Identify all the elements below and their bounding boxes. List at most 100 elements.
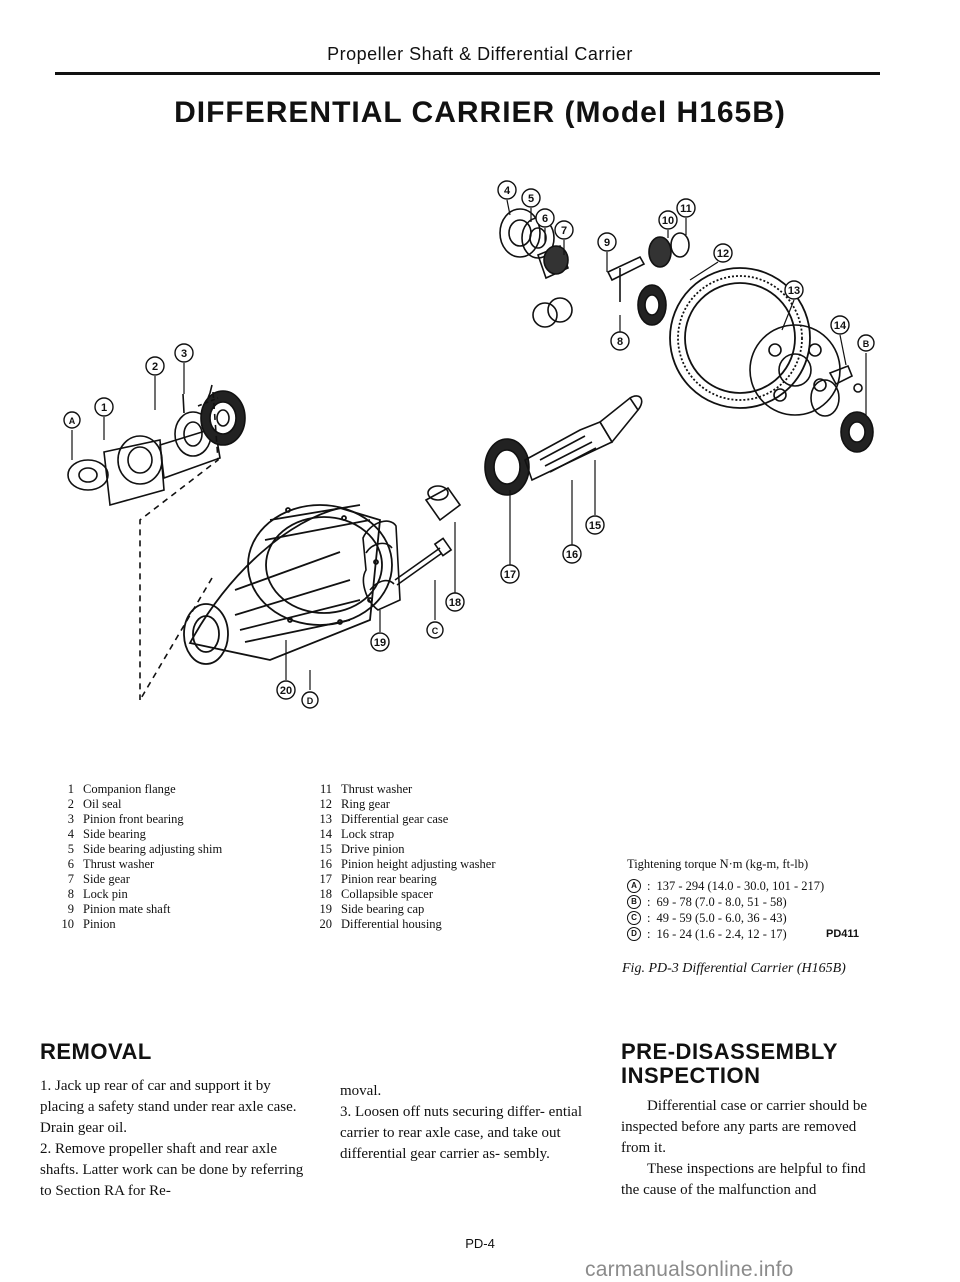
torque-callout-a: A [63,411,81,429]
svg-text:17: 17 [504,569,516,581]
svg-text:B: B [863,339,870,349]
pre-disassembly-text: Differential case or carrier should be i… [621,1096,883,1201]
svg-text:C: C [432,626,439,636]
torque-row: C:49 - 59 (5.0 - 6.0, 36 - 43) [627,910,824,926]
callout-18: 18 [445,592,465,612]
callout-14: 14 [830,315,850,335]
svg-text:19: 19 [374,637,386,649]
companion-flange-drawing [67,426,221,507]
callout-16: 16 [562,544,582,564]
callout-4: 4 [497,180,517,200]
callout-5: 5 [521,188,541,208]
running-header: Propeller Shaft & Differential Carrier [327,44,633,64]
side-bearing-drawing [499,208,555,259]
removal-step-3: 3. Loosen off nuts securing differ- enti… [340,1104,582,1162]
callout-9: 9 [597,232,617,252]
watermark: carmanualsonline.info [585,1258,794,1281]
svg-text:5: 5 [528,193,534,205]
callout-13: 13 [784,280,804,300]
callout-20: 20 [276,680,296,700]
drive-pinion-drawing [484,395,643,496]
svg-text:16: 16 [566,549,578,561]
torque-callout-d: D [301,691,319,709]
svg-text:2: 2 [152,361,158,373]
torque-heading: Tightening torque N·m (kg-m, ft-lb) [627,857,809,871]
pre-disassembly-paragraph-2: These inspections are helpful to find th… [621,1161,866,1198]
callout-12: 12 [713,243,733,263]
callout-6: 6 [535,208,555,228]
exploded-view-diagram: 1 2 3 4 5 6 7 8 9 10 11 12 13 14 15 16 1… [63,180,875,709]
pinion-mate-drawing [532,297,573,328]
svg-text:13: 13 [788,285,800,297]
side-bearing-cap-drawing [362,520,401,611]
side-bearing-right-drawing [810,379,874,453]
svg-text:3: 3 [181,348,187,360]
svg-text:9: 9 [604,237,610,249]
svg-text:D: D [307,696,314,706]
figure-caption: Fig. PD-3 Differential Carrier (H165B) [622,961,846,976]
pre-disassembly-paragraph-1: Differential case or carrier should be i… [621,1098,868,1156]
page-number: PD-4 [465,1236,495,1251]
pinion-front-bearing-drawing [200,390,246,446]
side-gear-drawing [536,244,570,280]
svg-text:20: 20 [280,685,292,697]
callout-8: 8 [610,331,630,351]
header-rule [55,72,880,75]
figure-code: PD411 [826,928,860,940]
callout-10: 10 [658,210,678,230]
removal-text-column-2: moval. 3. Loosen off nuts securing diffe… [340,1081,605,1165]
svg-text:14: 14 [834,320,847,332]
pre-disassembly-heading: PRE-DISASSEMBLY INSPECTION [621,1039,838,1088]
cap-bolt-drawing [394,537,453,586]
callout-7: 7 [554,220,574,240]
callout-17: 17 [500,564,520,584]
svg-text:A: A [69,416,76,426]
torque-row: D:16 - 24 (1.6 - 2.4, 12 - 17) [627,926,824,942]
callout-19: 19 [370,632,390,652]
callout-1: 1 [94,397,114,417]
removal-step-2: 2. Remove propeller shaft and rear axle … [40,1141,304,1199]
callout-2: 2 [145,356,165,376]
removal-step-1: 1. Jack up rear of car and support it by… [40,1078,297,1136]
svg-text:7: 7 [561,225,567,237]
callout-3: 3 [174,343,194,363]
pinion-and-washer-drawing [637,232,690,326]
torque-spec-block: Tightening torque N·m (kg-m, ft-lb) A:13… [627,856,824,942]
pinion-mate-shaft-drawing [606,255,646,302]
removal-heading: REMOVAL [40,1039,152,1064]
svg-text:8: 8 [617,336,623,348]
callout-11: 11 [676,198,696,218]
svg-text:1: 1 [101,402,107,414]
svg-text:11: 11 [680,203,692,215]
differential-housing-drawing [183,504,393,665]
ring-gear-drawing [669,267,811,409]
svg-text:18: 18 [449,597,461,609]
svg-text:4: 4 [504,185,511,197]
svg-text:6: 6 [542,213,548,225]
page-title: DIFFERENTIAL CARRIER (Model H165B) [174,96,786,129]
removal-text-column-1: 1. Jack up rear of car and support it by… [40,1076,310,1202]
torque-callout-c: C [426,621,444,639]
differential-gear-case-drawing [749,324,841,416]
removal-step-2-continued: moval. [340,1083,382,1099]
